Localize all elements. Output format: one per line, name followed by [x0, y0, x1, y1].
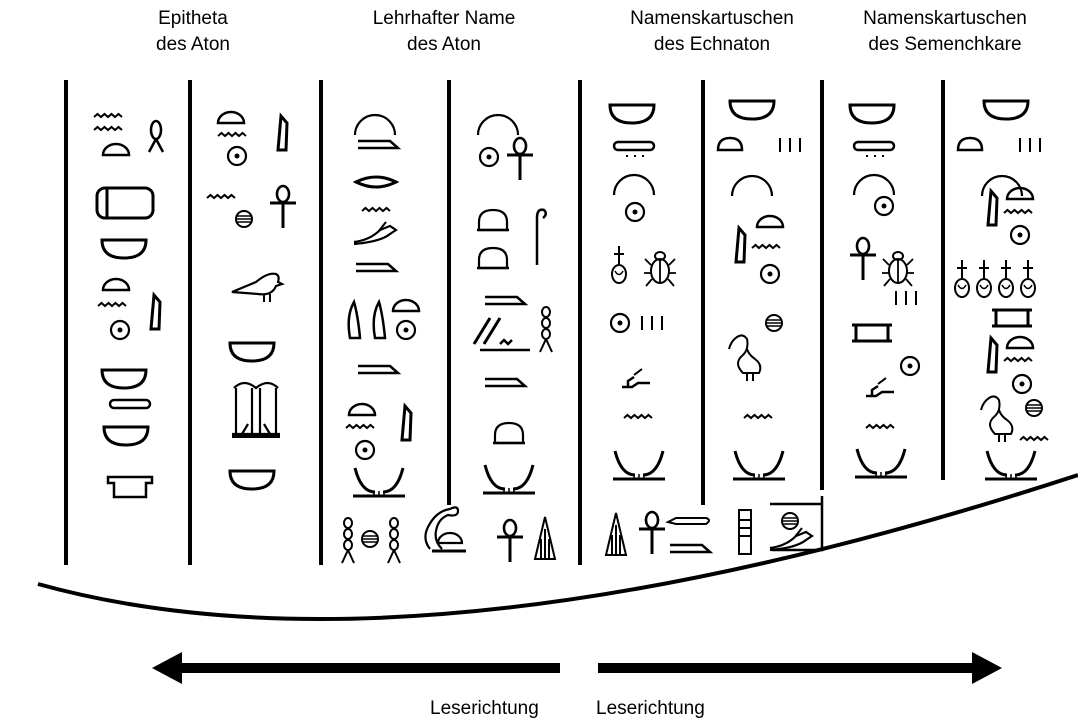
header-echnaton: Namenskartuschen des Echnaton [602, 6, 822, 58]
header-lehrhafter-line2: des Aton [407, 34, 481, 55]
glyphs-lehrhafter-col1 [345, 113, 421, 498]
header-semenchkare-line1: Namenskartuschen [863, 8, 1027, 29]
header-echnaton-line1: Namenskartuschen [630, 8, 794, 29]
header-lehrhafter-line1: Lehrhafter Name [372, 8, 516, 29]
header-semenchkare-line2: des Semenchkare [868, 34, 1022, 55]
glyphs-lehrhafter-col2 [472, 113, 553, 495]
arrow-right [598, 652, 1002, 684]
header-lehrhafter-name: Lehrhafter Name des Aton [334, 6, 554, 58]
glyphs-echnaton-bottom [605, 496, 824, 556]
base-curve [37, 473, 1078, 621]
header-epitheta: Epitheta des Aton [83, 6, 303, 58]
header-epitheta-line2: des Aton [156, 34, 230, 55]
header-epitheta-line1: Epitheta [158, 8, 228, 29]
reading-direction-right-label: Leserichtung [596, 698, 705, 719]
glyphs-semenchkare-col2 [954, 99, 1049, 481]
glyphs-echnaton-col2 [716, 99, 801, 481]
glyphs-semenchkare-col1 [848, 103, 921, 479]
column-dividers [64, 80, 945, 565]
glyphs-epitheta-col1 [93, 113, 165, 499]
arrow-left [152, 652, 560, 684]
reading-direction-left-label: Leserichtung [430, 698, 539, 719]
header-semenchkare: Namenskartuschen des Semenchkare [835, 6, 1055, 58]
glyphs-echnaton-col1 [608, 103, 677, 481]
header-echnaton-line2: des Echnaton [653, 34, 771, 55]
glyphs-lehrhafter-bottom [341, 505, 556, 564]
glyphs-epitheta-col2 [206, 110, 298, 491]
